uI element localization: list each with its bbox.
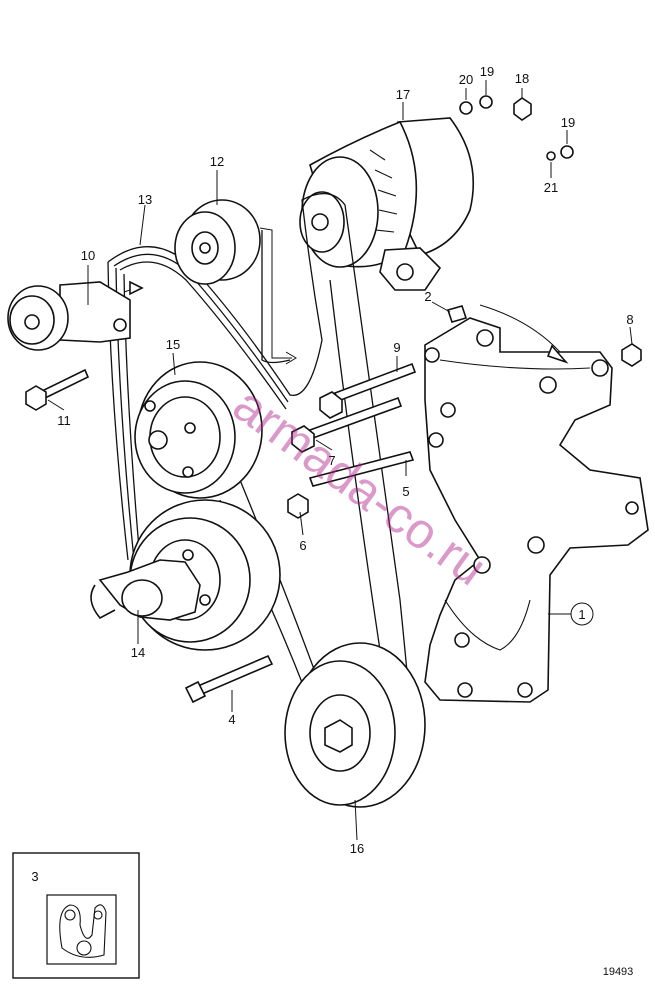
idler-pulley	[174, 199, 261, 285]
bolt-2	[446, 305, 468, 323]
crank-pulley	[284, 642, 426, 808]
label-15: 15	[166, 337, 180, 352]
label-12: 12	[210, 154, 224, 169]
long-bolt-4	[184, 654, 274, 704]
inset-label: 3	[31, 869, 38, 884]
alternator	[299, 117, 475, 291]
label-6: 6	[299, 538, 306, 553]
label-20: 20	[459, 72, 473, 87]
label-9: 9	[393, 340, 400, 355]
label-16: 16	[350, 841, 364, 856]
label-2: 2	[424, 289, 431, 304]
label-19-top: 19	[480, 64, 494, 79]
belt-routing-inset: 3	[12, 852, 140, 979]
inset-belt-route-icon	[59, 904, 107, 958]
part-number-labels: 1 2 4 5 6 7 8 9 10 11 12 13 14 15 16 17 …	[57, 64, 633, 856]
label-14: 14	[131, 645, 145, 660]
figure-number: 19493	[603, 966, 634, 978]
label-19-right: 19	[561, 115, 575, 130]
inset-pulley-icon	[64, 909, 76, 921]
bolt-7	[291, 396, 403, 453]
alternator-hardware	[459, 95, 574, 161]
label-21: 21	[544, 180, 558, 195]
alternator-cooling-fins	[369, 149, 398, 233]
belt-tensioner	[7, 281, 131, 351]
label-4: 4	[228, 712, 235, 727]
inset-pulley-icon	[76, 940, 92, 956]
motion-arrows	[123, 227, 569, 365]
label-17: 17	[396, 87, 410, 102]
bolt-11	[25, 368, 90, 411]
sea-water-pump	[90, 549, 211, 621]
label-18: 18	[515, 71, 529, 86]
water-pump-pulley	[134, 361, 263, 499]
nut-8	[621, 343, 642, 367]
label-11: 11	[57, 413, 71, 428]
label-1: 1	[578, 607, 585, 622]
nut-6	[287, 493, 309, 519]
mounting-bracket	[424, 317, 649, 703]
bolt-9	[319, 362, 417, 419]
label-10: 10	[81, 248, 95, 263]
label-5: 5	[402, 484, 409, 499]
label-7: 7	[328, 453, 335, 468]
label-1-circle	[570, 602, 594, 626]
leader-lines	[47, 80, 633, 841]
label-13: 13	[138, 192, 152, 207]
stud-5	[308, 451, 415, 487]
inset-pulley-icon	[93, 910, 103, 920]
label-8: 8	[626, 312, 633, 327]
